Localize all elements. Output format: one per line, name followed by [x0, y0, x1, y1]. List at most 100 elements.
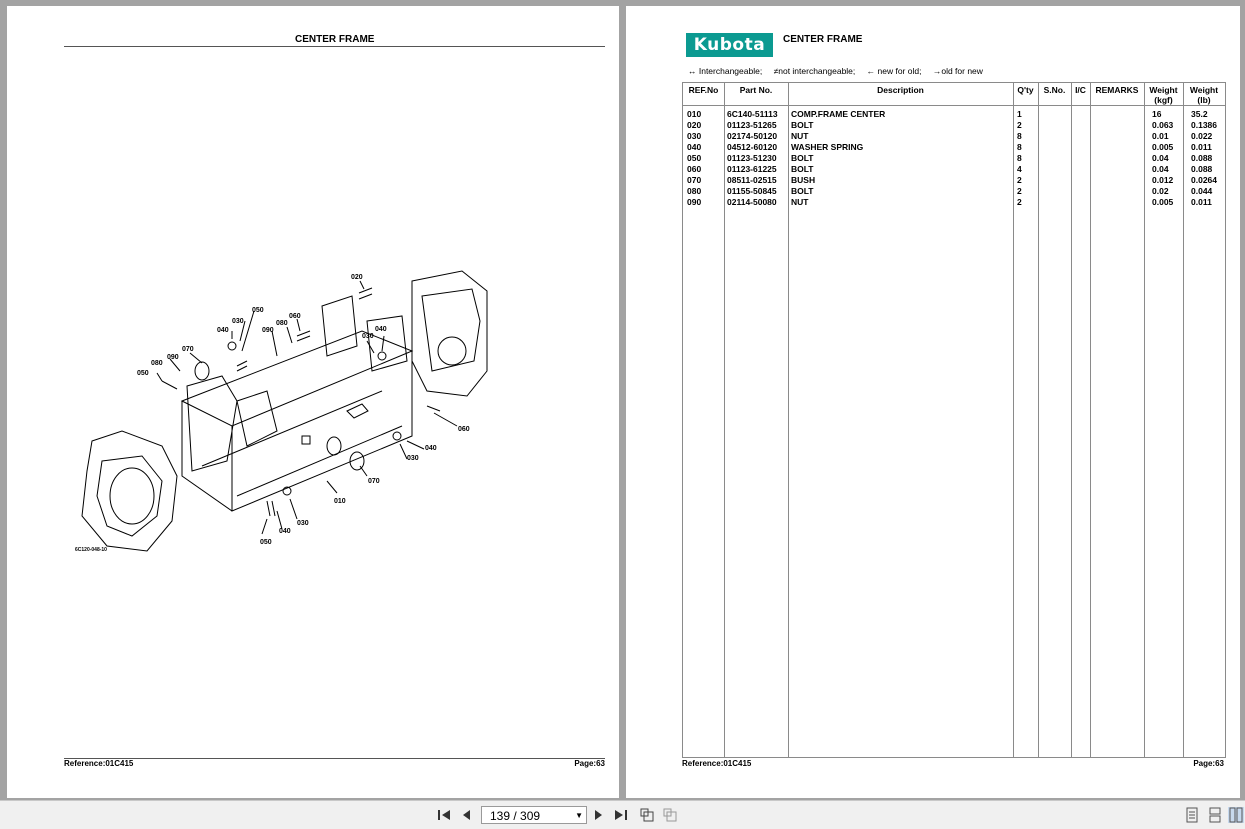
cell-desc: BOLT	[791, 153, 814, 163]
callout-label: 020	[351, 274, 363, 281]
cell-part: 08511-02515	[727, 175, 777, 185]
cell-desc: NUT	[791, 131, 809, 141]
cell-qty: 4	[1017, 164, 1022, 174]
page-title: CENTER FRAME	[295, 34, 375, 45]
header-weight-kgf: Weight (kgf)	[1149, 85, 1178, 105]
interchangeability-legend: ↔ Interchangeable; ≠not interchangeable;…	[688, 66, 992, 76]
rotate-icon[interactable]	[639, 807, 655, 823]
cell-wlb: 0.011	[1191, 142, 1212, 152]
continuous-view-icon[interactable]	[1207, 807, 1223, 823]
cell-desc: BOLT	[791, 120, 814, 130]
cell-desc: NUT	[791, 197, 809, 207]
cell-ref: 020	[687, 120, 702, 130]
page-title: CENTER FRAME	[783, 34, 863, 45]
header-part-no: Part No.	[739, 85, 773, 95]
cell-desc: COMP.FRAME CENTER	[791, 109, 886, 119]
callout-label: 030	[407, 455, 419, 462]
cell-wlb: 0.022	[1191, 131, 1213, 141]
cell-wlb: 0.0264	[1191, 175, 1217, 185]
header-serial-no: S.No.	[1043, 85, 1066, 95]
legend-item: →old for new	[932, 66, 983, 76]
last-page-icon[interactable]	[613, 807, 629, 823]
legend-item: ← new for old;	[866, 66, 922, 76]
cell-qty: 8	[1017, 142, 1022, 152]
cell-ref: 090	[687, 197, 702, 207]
left-document-page: CENTER FRAME	[7, 6, 619, 798]
cell-ref: 050	[687, 153, 702, 163]
legend-item: ↔ Interchangeable;	[688, 66, 763, 76]
cell-wkgf: 0.04	[1152, 164, 1169, 174]
page-number-selector[interactable]: 139 / 309 ▼	[481, 806, 587, 824]
next-page-icon[interactable]	[591, 807, 607, 823]
cell-ref: 080	[687, 186, 702, 196]
cell-desc: BOLT	[791, 164, 814, 174]
header-qty: Q'ty	[1017, 85, 1034, 95]
two-page-view-icon[interactable]	[1228, 807, 1244, 823]
callout-label: 050	[252, 307, 264, 314]
cell-qty: 2	[1017, 120, 1022, 130]
cell-desc: BUSH	[791, 175, 816, 185]
cell-wkgf: 0.04	[1152, 153, 1169, 163]
table-row: 020 01123-51265 BOLT 2 0.063 0.1386	[683, 120, 1225, 131]
callout-label: 040	[279, 528, 291, 535]
copy-icon[interactable]	[662, 807, 678, 823]
cell-qty: 1	[1017, 109, 1022, 119]
cell-ref: 070	[687, 175, 702, 185]
callout-label: 040	[375, 326, 387, 333]
cell-part: 01155-50845	[727, 186, 777, 196]
callout-label: 050	[260, 539, 272, 546]
callout-label: 060	[458, 426, 470, 433]
title-rule	[64, 46, 605, 47]
cell-desc: WASHER SPRING	[791, 142, 864, 152]
header-description: Description	[877, 85, 924, 95]
cell-part: 01123-61225	[727, 164, 777, 174]
cell-wlb: 0.1386	[1191, 120, 1217, 130]
callout-label: 050	[137, 370, 149, 377]
callout-label: 060	[289, 313, 301, 320]
legend-item: ≠not interchangeable;	[773, 66, 856, 76]
chevron-down-icon: ▼	[575, 811, 583, 820]
right-document-page: Kubota CENTER FRAME ↔ Interchangeable; ≠…	[626, 6, 1240, 798]
cell-ref: 010	[687, 109, 702, 119]
cell-wlb: 0.044	[1191, 186, 1213, 196]
single-page-view-icon[interactable]	[1184, 807, 1200, 823]
prev-page-icon[interactable]	[458, 807, 474, 823]
cell-wkgf: 0.02	[1152, 186, 1169, 196]
cell-wlb: 0.011	[1191, 197, 1212, 207]
cell-ref: 030	[687, 131, 702, 141]
cell-ref: 040	[687, 142, 702, 152]
cell-wkgf: 0.01	[1152, 131, 1169, 141]
callout-label: 030	[297, 520, 309, 527]
cell-part: 02174-50120	[727, 131, 778, 141]
cell-part: 01123-51265	[727, 120, 777, 130]
callout-label: 080	[151, 360, 163, 367]
page-number-label: Page:63	[574, 759, 605, 768]
cell-part: 04512-60120	[727, 142, 778, 152]
callout-label: 010	[334, 498, 346, 505]
kubota-logo: Kubota	[686, 33, 773, 57]
cell-wkgf: 0.063	[1152, 120, 1174, 130]
callout-label: 080	[276, 320, 288, 327]
cell-desc: BOLT	[791, 186, 814, 196]
callout-label: 090	[167, 354, 179, 361]
header-weight-lb: Weight (lb)	[1189, 85, 1219, 105]
cell-wlb: 35.2	[1191, 109, 1208, 119]
parts-table: REF.No Part No. Description Q'ty S.No. I…	[682, 82, 1226, 758]
exploded-parts-diagram: 020 050 060 030 040 080 090 070 080 090 …	[75, 270, 488, 553]
cell-wkgf: 16	[1152, 109, 1162, 119]
first-page-icon[interactable]	[436, 807, 452, 823]
page-indicator: 139 / 309	[490, 809, 541, 823]
cell-qty: 2	[1017, 197, 1022, 207]
diagram-code: 6C120-048-10	[75, 547, 107, 553]
page-number-label: Page:63	[1193, 759, 1224, 768]
callout-label: 040	[425, 445, 437, 452]
footer-rule	[64, 758, 605, 759]
callout-label: 070	[182, 346, 194, 353]
